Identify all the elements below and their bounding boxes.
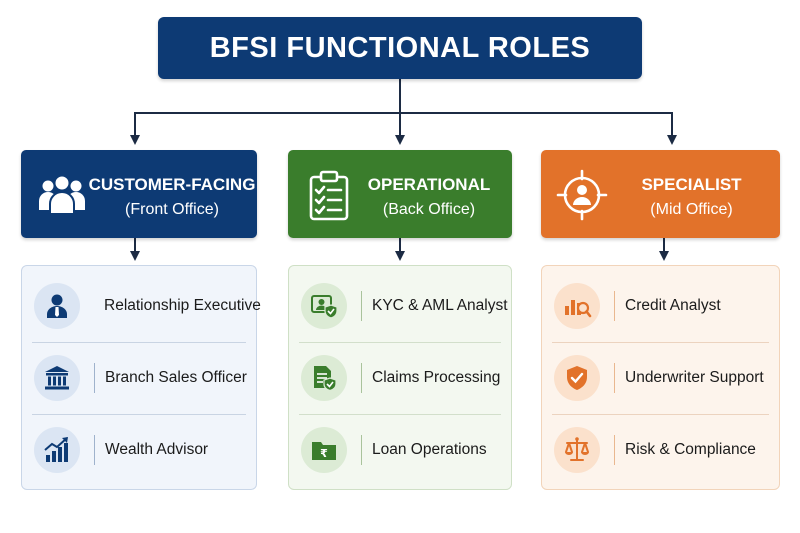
divider xyxy=(552,414,769,415)
svg-text:₹: ₹ xyxy=(320,447,328,460)
role-label: Credit Analyst xyxy=(625,297,721,314)
page-title: BFSI FUNCTIONAL ROLES xyxy=(209,31,591,64)
role-label: Risk & Compliance xyxy=(625,441,756,458)
role-item: Underwriter Support xyxy=(542,342,779,414)
title-banner: BFSI FUNCTIONAL ROLES xyxy=(158,17,642,79)
id-card-shield-icon xyxy=(311,295,338,319)
roles-panel-back-office: KYC & AML Analyst Claims Processing xyxy=(288,265,512,490)
role-label: KYC & AML Analyst xyxy=(372,297,508,314)
people-group-icon xyxy=(39,174,85,215)
target-person-icon xyxy=(556,169,608,221)
roles-panel-front-office: Relationship Executive Branch Sales Offi… xyxy=(21,265,261,490)
category-title: OPERATIONAL xyxy=(367,175,491,194)
role-label: Loan Operations xyxy=(372,441,487,458)
divider xyxy=(32,342,246,343)
divider xyxy=(299,342,501,343)
role-label: Claims Processing xyxy=(372,369,501,386)
role-label: Relationship Executive xyxy=(104,297,261,314)
role-item: Branch Sales Officer xyxy=(22,342,256,414)
roles-panel-mid-office: Credit Analyst Underwriter Support xyxy=(541,265,780,490)
category-title: SPECIALIST xyxy=(641,175,742,194)
role-label: Underwriter Support xyxy=(625,369,764,386)
scales-icon xyxy=(565,437,589,461)
role-item: ₹ Loan Operations xyxy=(289,414,511,486)
category-specialist: SPECIALIST (Mid Office) xyxy=(541,150,780,238)
shield-check-icon xyxy=(567,366,587,390)
category-subtitle: (Back Office) xyxy=(382,201,476,218)
category-operational: OPERATIONAL (Back Office) xyxy=(288,150,512,238)
role-item: Claims Processing xyxy=(289,342,511,414)
growth-chart-icon xyxy=(44,437,68,462)
clipboard-checklist-icon xyxy=(309,170,349,221)
bank-building-icon xyxy=(45,366,69,390)
role-item: Risk & Compliance xyxy=(542,414,779,486)
role-label: Branch Sales Officer xyxy=(105,369,247,386)
role-item: KYC & AML Analyst xyxy=(289,270,511,342)
role-item: Wealth Advisor xyxy=(22,414,256,486)
chart-magnifier-icon xyxy=(565,300,592,318)
category-customer-facing: CUSTOMER-FACING (Front Office) xyxy=(21,150,257,238)
person-icon xyxy=(47,294,67,318)
rupee-folder-icon: ₹ xyxy=(312,442,336,460)
divider xyxy=(32,414,246,415)
category-subtitle: (Front Office) xyxy=(125,201,219,218)
document-check-icon xyxy=(314,366,337,392)
role-item: Relationship Executive xyxy=(22,270,261,342)
role-item: Credit Analyst xyxy=(542,270,779,342)
category-title: CUSTOMER-FACING xyxy=(88,175,256,194)
role-label: Wealth Advisor xyxy=(105,441,209,458)
divider xyxy=(552,342,769,343)
category-subtitle: (Mid Office) xyxy=(650,201,733,218)
divider xyxy=(299,414,501,415)
